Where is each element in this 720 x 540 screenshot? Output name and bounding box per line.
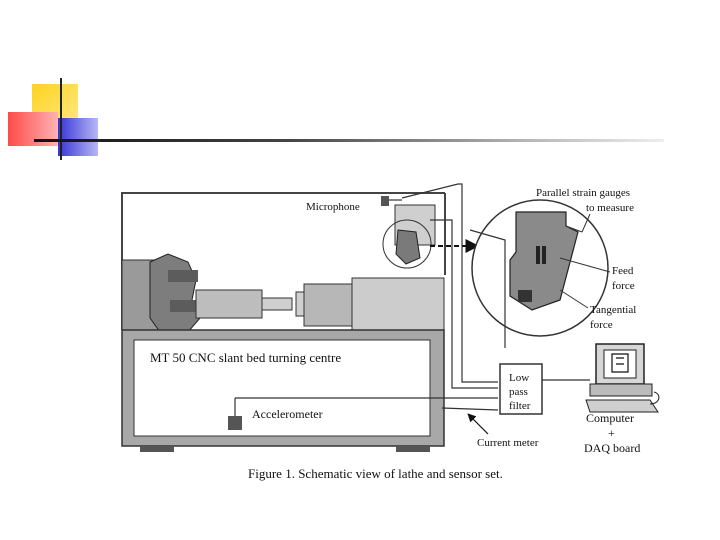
current-meter-arrow — [467, 413, 489, 435]
label-gauges-line1: Parallel strain gauges — [536, 187, 630, 199]
tangential-pointer — [559, 289, 589, 309]
label-computer-line1: Computer — [586, 411, 634, 425]
feed-pointer — [559, 257, 611, 273]
workpiece-shaft — [195, 289, 293, 319]
label-filter-line1: Low — [509, 372, 529, 384]
label-feed-line2: force — [612, 280, 635, 292]
current-meter-cable — [441, 407, 499, 411]
magnified-tool-view — [471, 199, 609, 337]
label-current-meter: Current meter — [477, 437, 539, 449]
decor-vertical-line — [60, 78, 62, 160]
label-machine: MT 50 CNC slant bed turning centre — [150, 350, 341, 365]
computer-daq: Computer + DAQ board — [584, 343, 660, 455]
machine-bed: MT 50 CNC slant bed turning centre — [121, 329, 445, 452]
label-microphone: Microphone — [306, 201, 360, 213]
label-gauges-line2: to measure — [586, 202, 634, 214]
tool-post — [382, 204, 436, 269]
label-filter-line2: pass — [509, 386, 528, 398]
label-computer-line3: DAQ board — [584, 441, 640, 455]
gauges-pointer — [581, 213, 591, 233]
microphone-sensor: Microphone — [306, 196, 402, 213]
tailstock — [295, 277, 445, 331]
label-computer-line2: + — [608, 426, 615, 440]
figure-caption: Figure 1. Schematic view of lathe and se… — [248, 466, 503, 481]
decor-square-blue — [58, 118, 98, 156]
label-feed-line1: Feed — [612, 265, 634, 277]
label-filter-line3: filter — [509, 400, 531, 412]
label-tangential-line2: force — [590, 319, 613, 331]
accelerometer-sensor: Accelerometer — [228, 397, 498, 430]
signal-cables — [401, 183, 506, 389]
label-tangential-line1: Tangential — [590, 304, 636, 316]
decor-title-rule — [34, 139, 664, 142]
label-accelerometer: Accelerometer — [252, 407, 323, 421]
low-pass-filter: Low pass filter — [499, 363, 543, 415]
chuck-assembly — [121, 253, 201, 333]
